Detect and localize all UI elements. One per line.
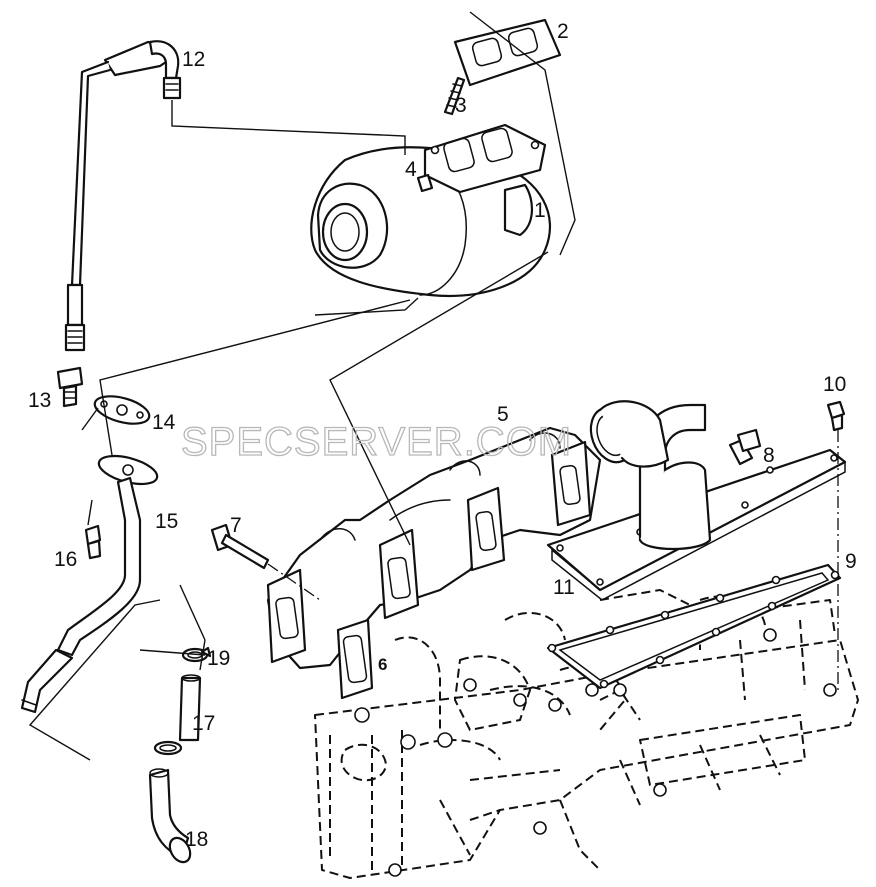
engine-block-dashed-outline (314, 589, 859, 879)
intake-elbow (589, 400, 712, 551)
oil-drain-pipe (20, 454, 159, 714)
drain-hose (178, 674, 202, 742)
callout-5: 5 (497, 403, 509, 426)
callout-3: 3 (455, 94, 467, 117)
callout-4: 4 (405, 158, 417, 181)
callout-6: 6 (378, 655, 387, 674)
flange-c (466, 486, 506, 572)
callout-18: 18 (185, 828, 208, 851)
nut (416, 173, 434, 193)
watermark: SPECSERVER.COM (181, 420, 572, 464)
callout-2: 2 (557, 20, 569, 43)
callout-labels: 1 2 3 4 5 6 7 8 9 10 11 12 13 14 15 16 1… (28, 20, 857, 851)
turbocharger (310, 123, 552, 297)
hose-clamp-upper (181, 646, 212, 663)
callout-8: 8 (763, 444, 775, 467)
banjo-bolt (56, 366, 84, 408)
callout-14: 14 (152, 411, 176, 434)
callout-13: 13 (28, 389, 51, 412)
stud (443, 76, 466, 116)
hose-clamp-lower (153, 740, 183, 756)
exhaust-gasket (336, 618, 374, 700)
leader-lines (28, 11, 576, 761)
bolt-manifold (210, 523, 321, 601)
valve-cover-gasket (546, 563, 842, 690)
turbo-gasket (453, 18, 562, 87)
callout-10: 10 (823, 373, 846, 396)
drain-gasket (93, 395, 151, 425)
callout-11: 11 (553, 576, 575, 599)
flange-d (550, 440, 592, 527)
manifold-flanges (266, 440, 592, 664)
callout-15: 15 (155, 510, 178, 533)
callout-16: 16 (54, 548, 77, 571)
flange-a (266, 568, 307, 664)
callout-17: 17 (192, 712, 215, 735)
flange-b (378, 528, 420, 620)
plug-fitting (728, 428, 762, 466)
callout-12: 12 (182, 48, 205, 71)
bolt-cover (826, 400, 846, 690)
callout-7: 7 (230, 514, 242, 537)
callout-9: 9 (845, 550, 857, 573)
oil-feed-line (64, 40, 182, 352)
drain-elbow-pipe (148, 768, 192, 864)
callout-1: 1 (534, 199, 546, 222)
gasket-bolt-holes (547, 570, 840, 689)
drain-bolt (84, 524, 102, 560)
callout-19: 19 (207, 647, 230, 670)
